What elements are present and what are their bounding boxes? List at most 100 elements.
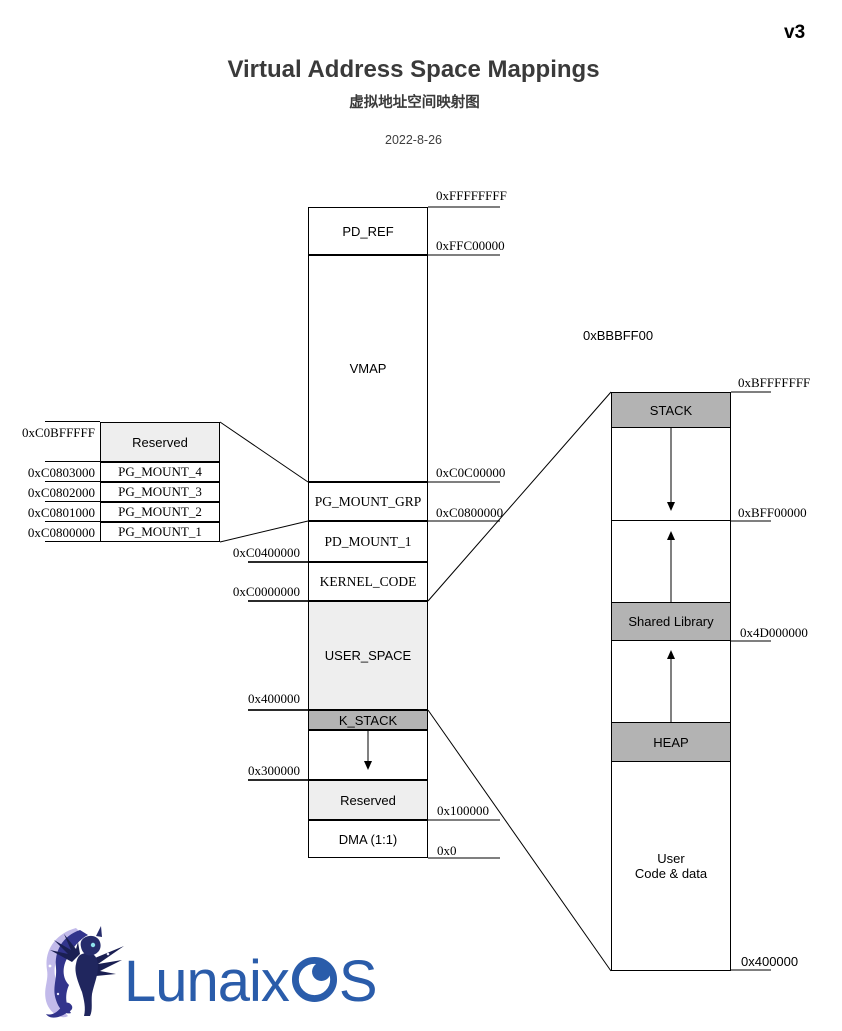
addr-0xc0c00000: 0xC0C00000 — [436, 465, 506, 480]
block-pd-mount-1-label: PD_MOUNT_1 — [324, 533, 412, 549]
block-pd-ref-label: PD_REF — [342, 223, 394, 239]
block-k-stack-label: K_STACK — [338, 712, 398, 728]
tick-0xffc00000 — [428, 254, 500, 256]
detail-row-pg-mount-1: PG_MOUNT_1 — [100, 522, 220, 542]
block-vmap: VMAP — [308, 255, 428, 482]
tick-0xbfffffff — [731, 391, 771, 393]
tick-0xffffffff — [428, 206, 500, 208]
user-space-detail-frame — [611, 392, 731, 971]
block-reserved-low-label: Reserved — [340, 792, 396, 808]
addr-0xc0bfffff: 0xC0BFFFFF — [22, 425, 95, 440]
addr-0xc0400000: 0xC0400000 — [232, 545, 300, 560]
table-tick-3 — [45, 481, 100, 482]
addr-0xffc00000: 0xFFC00000 — [436, 238, 505, 253]
addr-0xc0800000: 0xC0800000 — [436, 505, 504, 520]
tick-0x400000-left — [248, 709, 308, 711]
detail-row-reserved-label: Reserved — [132, 434, 188, 450]
table-tick-4 — [45, 501, 100, 502]
addr-0x4d000000: 0x4D000000 — [740, 625, 808, 640]
table-tick-5 — [45, 521, 100, 522]
tick-0xc0400000 — [248, 561, 308, 563]
page-title: Virtual Address Space Mappings — [227, 56, 600, 83]
addr-0xc0801000: 0xC0801000 — [27, 505, 95, 520]
detail-row-pg-mount-4: PG_MOUNT_4 — [100, 462, 220, 482]
detail-row-pg-mount-3: PG_MOUNT_3 — [100, 482, 220, 502]
page-subtitle-chinese: 虚拟地址空间映射图 — [349, 95, 480, 111]
block-dma: DMA (1:1) — [308, 820, 428, 858]
logo-crescent-o-icon — [291, 956, 337, 1002]
zoom-line-table-bottom — [219, 520, 309, 543]
mascot-tail — [46, 1002, 73, 1018]
block-pd-ref: PD_REF — [308, 207, 428, 255]
block-pg-mount-grp-label: PG_MOUNT_GRP — [314, 493, 422, 509]
addr-0xc0800000-table: 0xC0800000 — [27, 525, 95, 540]
detail-row-pg-mount-4-label: PG_MOUNT_4 — [118, 464, 202, 479]
mascot-sparkle-2 — [56, 992, 60, 996]
block-heap-label: HEAP — [653, 734, 689, 750]
block-user-space: USER_SPACE — [308, 601, 428, 710]
tick-0x0 — [428, 857, 500, 859]
luna-mascot-logo — [45, 926, 124, 1018]
tick-0x300000 — [248, 779, 308, 781]
addr-0xc0802000: 0xC0802000 — [27, 485, 95, 500]
block-dma-label: DMA (1:1) — [338, 831, 398, 847]
addr-0xc0803000: 0xC0803000 — [27, 465, 95, 480]
block-user-code-line2: Code & data — [634, 866, 708, 882]
zoom-line-table-top — [219, 421, 309, 483]
block-shared-library-label: Shared Library — [628, 614, 714, 629]
addr-0xbff00000: 0xBFF00000 — [738, 505, 807, 520]
mascot-head — [80, 935, 101, 956]
tick-0xbff00000 — [731, 520, 771, 522]
detail-row-pg-mount-2: PG_MOUNT_2 — [100, 502, 220, 522]
block-vmap-label: VMAP — [349, 361, 387, 376]
date-label: 2022-8-26 — [385, 133, 442, 147]
mascot-body — [75, 952, 98, 1016]
tick-0x100000 — [428, 819, 500, 821]
block-shared-library: Shared Library — [611, 602, 731, 641]
table-tick-6 — [45, 541, 100, 542]
block-stack-label: STACK — [649, 402, 693, 418]
block-user-code-line1: User — [657, 851, 685, 866]
table-tick-2 — [45, 461, 100, 462]
logo-text-lunaix: Lunaix — [124, 949, 290, 1014]
tick-0x400000-right — [731, 969, 771, 971]
zoom-line-user-top — [427, 391, 612, 602]
mascot-wing-right — [90, 946, 124, 976]
mascot-mane — [54, 930, 88, 1014]
block-user-space-label: USER_SPACE — [324, 648, 412, 663]
block-heap: HEAP — [611, 722, 731, 762]
block-k-stack: K_STACK — [308, 710, 428, 730]
block-kernel-code: KERNEL_CODE — [308, 562, 428, 601]
zoom-line-user-bottom — [427, 709, 612, 972]
addr-0xbbbff00: 0xBBBFF00 — [583, 328, 654, 343]
table-tick-1 — [45, 421, 100, 422]
block-pd-mount-1: PD_MOUNT_1 — [308, 521, 428, 562]
version-label: v3 — [784, 22, 806, 43]
addr-0xffffffff: 0xFFFFFFFF — [436, 188, 507, 203]
block-stack: STACK — [611, 392, 731, 428]
detail-row-pg-mount-2-label: PG_MOUNT_2 — [118, 504, 202, 519]
block-guard-gap — [308, 730, 428, 780]
addr-0x300000: 0x300000 — [248, 763, 300, 778]
addr-0xbfffffff: 0xBFFFFFFF — [738, 375, 811, 390]
mascot-mane-glow — [45, 928, 82, 1018]
detail-row-pg-mount-3-label: PG_MOUNT_3 — [118, 484, 202, 499]
tick-0x4d000000 — [731, 640, 771, 642]
addr-0xc0000000: 0xC0000000 — [232, 584, 300, 599]
logo-text-s: S — [338, 949, 378, 1014]
detail-row-reserved: Reserved — [100, 422, 220, 462]
mascot-horn — [96, 926, 102, 937]
logo-wordmark: Lunaix S — [124, 948, 378, 1015]
mascot-sparkle-1 — [48, 964, 52, 968]
block-reserved-low: Reserved — [308, 780, 428, 820]
addr-0x400000-left: 0x400000 — [248, 691, 300, 706]
mascot-wing-left — [50, 934, 80, 962]
detail-row-pg-mount-1-label: PG_MOUNT_1 — [118, 524, 202, 539]
addr-0x400000-right: 0x400000 — [741, 954, 799, 969]
mascot-eye — [90, 942, 96, 948]
tick-0xc0800000 — [428, 520, 500, 522]
stack-limit-line — [611, 520, 731, 521]
tick-0xc0c00000 — [428, 481, 500, 483]
block-kernel-code-label: KERNEL_CODE — [319, 573, 417, 589]
